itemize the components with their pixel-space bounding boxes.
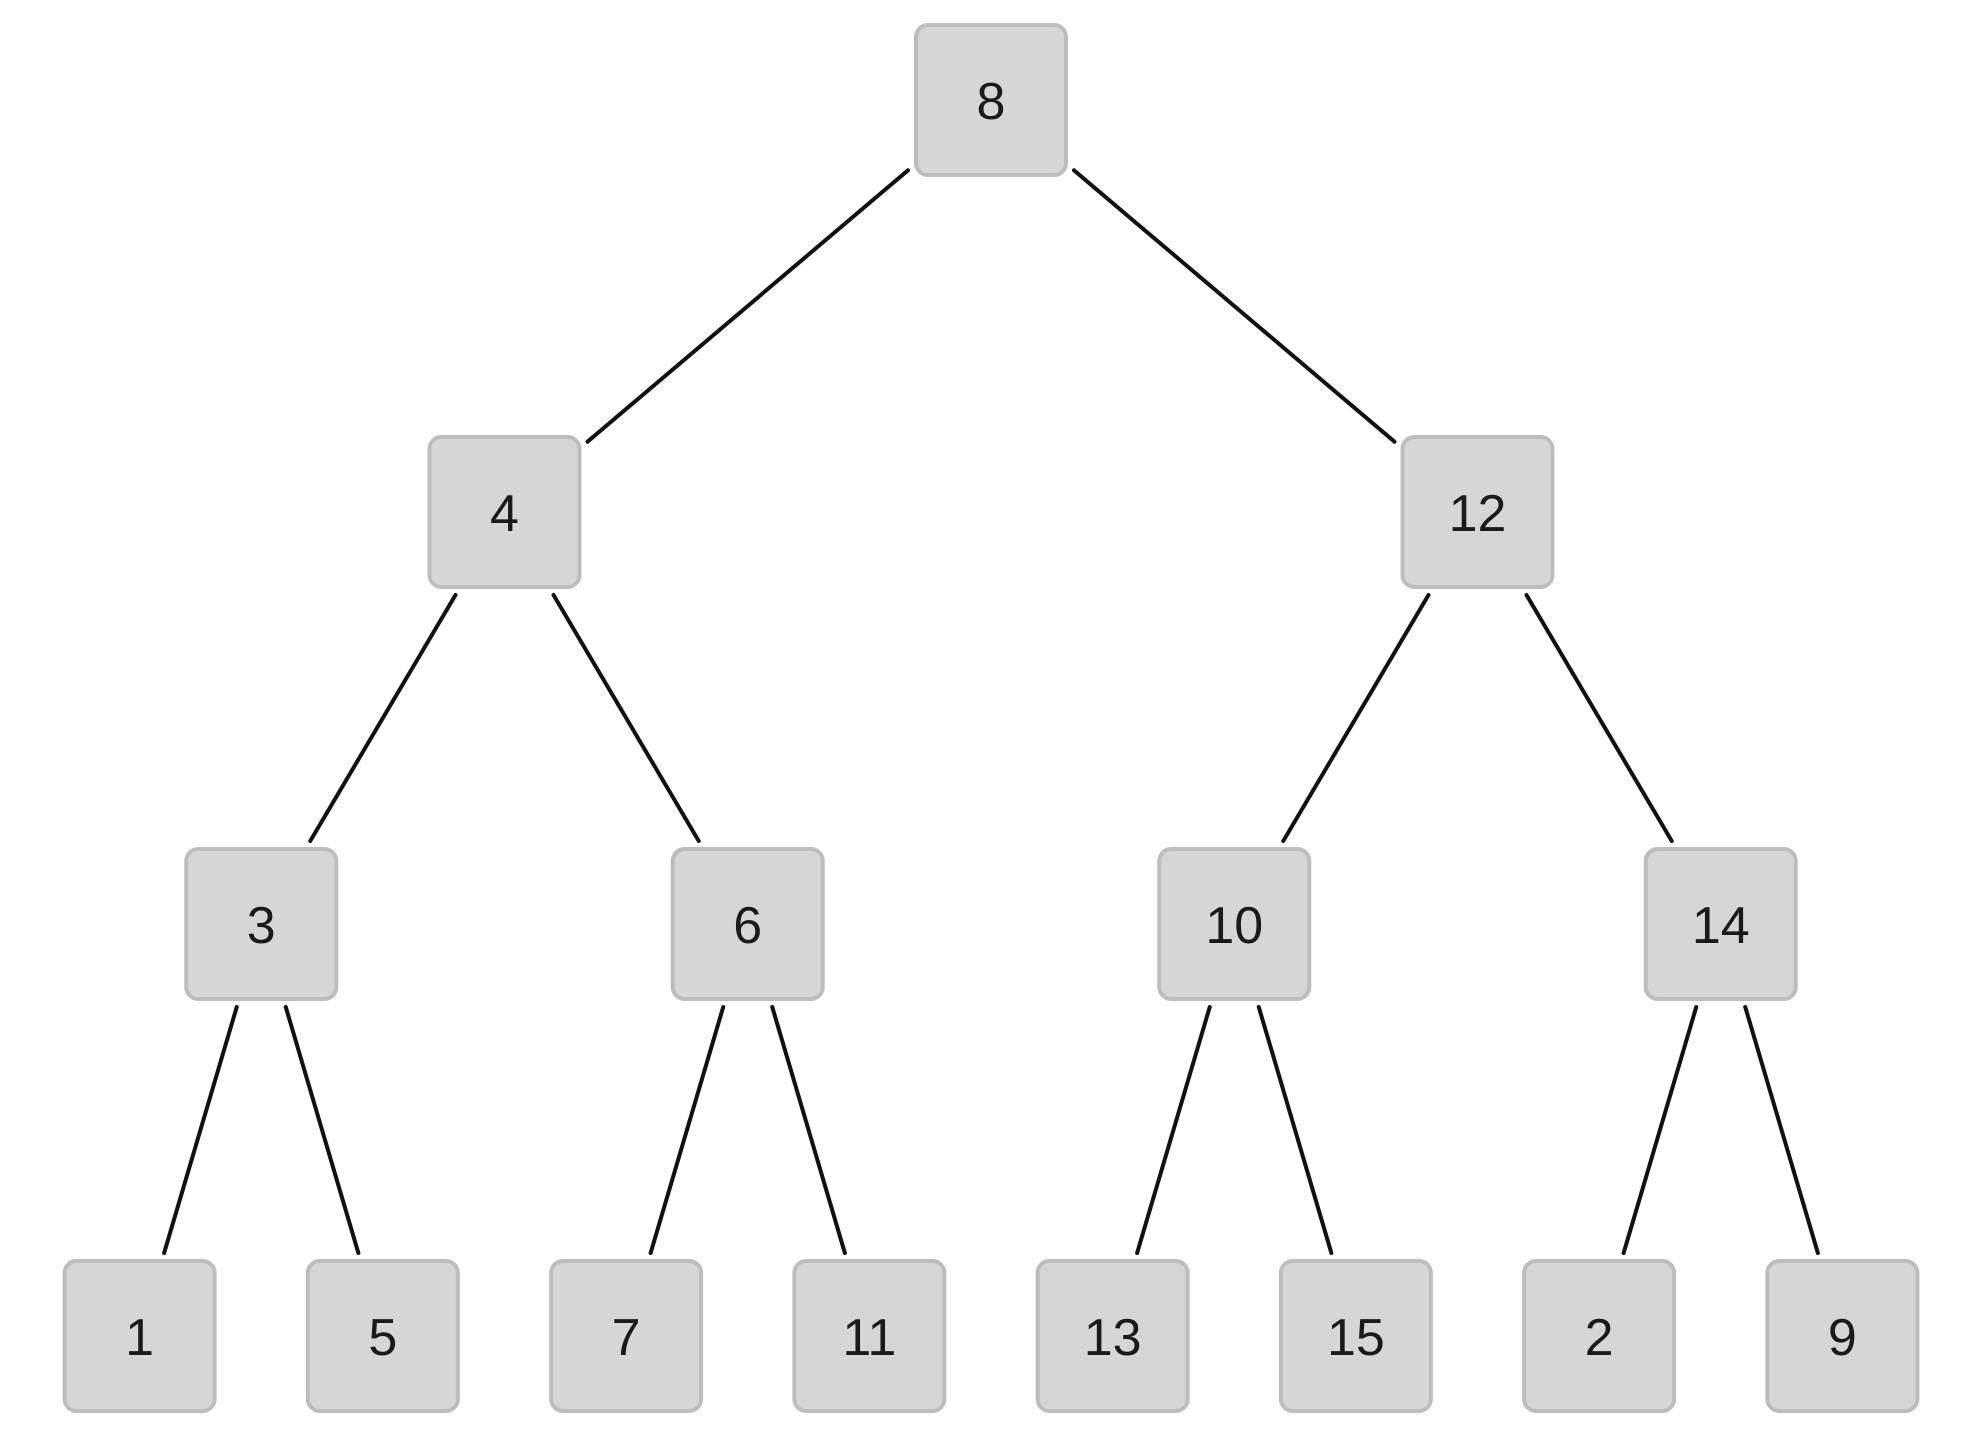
- node-box: [670, 847, 825, 1001]
- edge-6-to-7: [648, 1005, 726, 1255]
- node-box: [549, 1259, 704, 1413]
- node-box: [1765, 1259, 1920, 1413]
- edge-4-to-6: [551, 593, 701, 843]
- node-box: [914, 23, 1068, 177]
- tree-node-10: 10: [1157, 847, 1312, 1001]
- tree-node-7: 7: [549, 1259, 704, 1413]
- node-box: [427, 435, 582, 589]
- edge-12-to-10: [1281, 593, 1431, 843]
- edge-14-to-2: [1621, 1005, 1699, 1255]
- node-label: 7: [612, 1309, 641, 1367]
- node-box: [62, 1259, 217, 1413]
- edge-8-to-12: [1072, 168, 1397, 444]
- node-box: [1522, 1259, 1677, 1413]
- tree-node-15: 15: [1278, 1259, 1433, 1413]
- node-label: 6: [733, 897, 762, 955]
- node-box: [184, 847, 339, 1001]
- tree-node-4: 4: [427, 435, 582, 589]
- node-box: [792, 1259, 947, 1413]
- edge-4-to-3: [308, 593, 458, 843]
- tree-node-5: 5: [305, 1259, 460, 1413]
- tree-node-3: 3: [184, 847, 339, 1001]
- edge-3-to-5: [283, 1005, 361, 1255]
- node-label: 13: [1084, 1309, 1142, 1367]
- node-label: 9: [1828, 1309, 1857, 1367]
- node-label: 14: [1692, 897, 1750, 955]
- node-label: 4: [490, 485, 519, 543]
- tree-node-2: 2: [1522, 1259, 1677, 1413]
- tree-node-9: 9: [1765, 1259, 1920, 1413]
- tree-node-8: 8: [914, 23, 1068, 177]
- edge-3-to-1: [162, 1005, 239, 1255]
- node-label: 12: [1449, 485, 1507, 543]
- node-label: 15: [1327, 1309, 1385, 1367]
- node-label: 1: [125, 1309, 154, 1367]
- node-label: 11: [842, 1309, 896, 1367]
- edge-14-to-9: [1743, 1005, 1820, 1255]
- node-box: [1643, 847, 1798, 1001]
- node-box: [1157, 847, 1312, 1001]
- edge-8-to-4: [585, 168, 910, 444]
- tree-node-14: 14: [1643, 847, 1798, 1001]
- edges-layer: [162, 168, 1820, 1255]
- edge-10-to-13: [1135, 1005, 1212, 1255]
- edge-6-to-11: [770, 1005, 847, 1255]
- node-label: 2: [1585, 1309, 1614, 1367]
- node-box: [1400, 435, 1555, 589]
- edge-10-to-15: [1256, 1005, 1334, 1255]
- tree-node-6: 6: [670, 847, 825, 1001]
- tree-node-13: 13: [1035, 1259, 1190, 1413]
- node-label: 10: [1205, 897, 1263, 955]
- node-box: [1035, 1259, 1190, 1413]
- node-label: 8: [977, 73, 1006, 131]
- node-box: [1278, 1259, 1433, 1413]
- edge-12-to-14: [1524, 593, 1674, 843]
- tree-node-11: 11: [792, 1259, 947, 1413]
- node-box: [305, 1259, 460, 1413]
- tree-node-12: 12: [1400, 435, 1555, 589]
- node-label: 5: [368, 1309, 397, 1367]
- tree-node-1: 1: [62, 1259, 217, 1413]
- node-label: 3: [247, 897, 276, 955]
